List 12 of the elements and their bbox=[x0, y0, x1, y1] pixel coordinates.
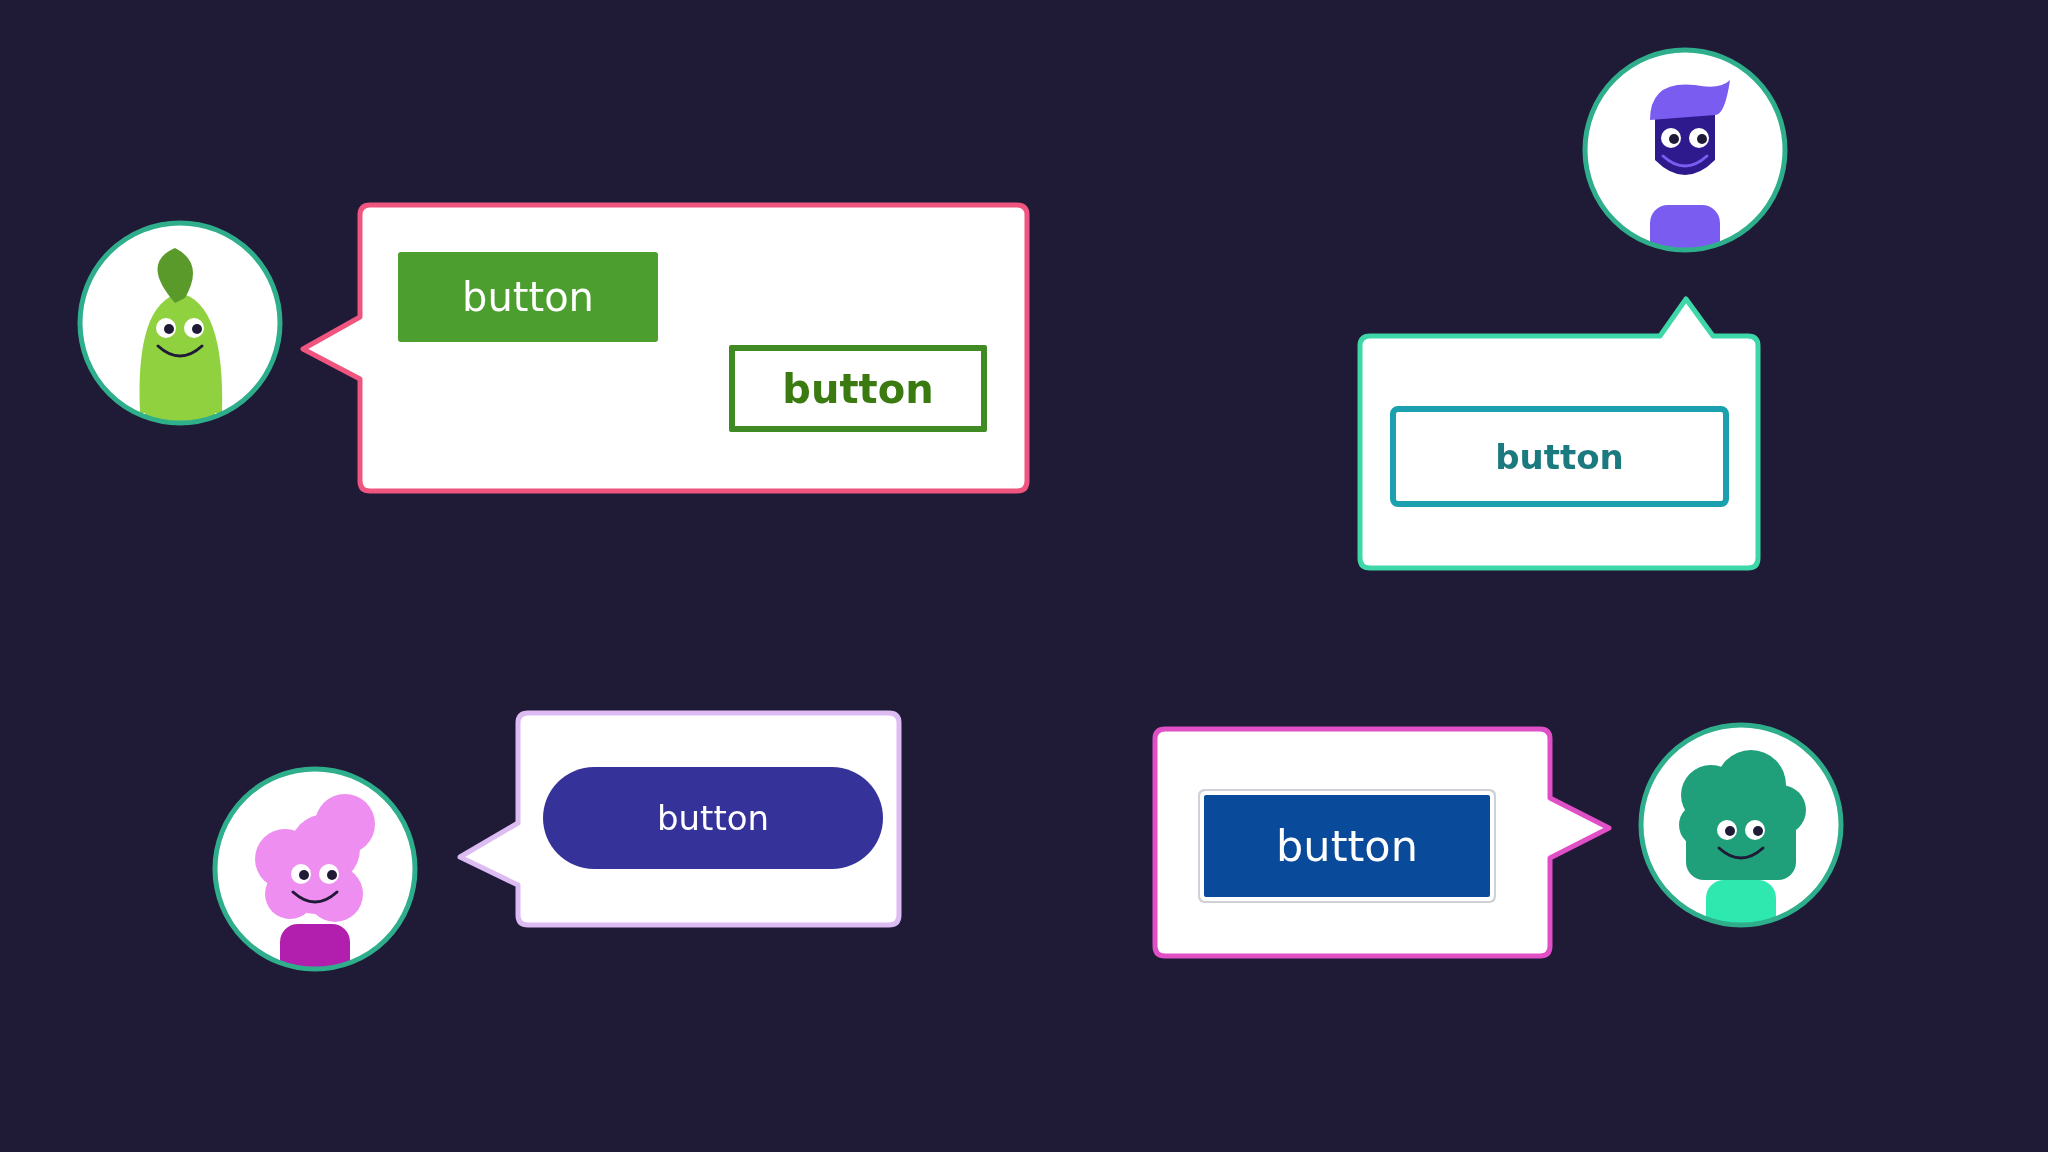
button: button bbox=[543, 767, 883, 869]
speech-bubble bbox=[299, 201, 1031, 495]
button: button bbox=[1390, 406, 1729, 507]
character-avatar bbox=[1582, 47, 1788, 253]
character-avatar bbox=[212, 766, 418, 972]
speech-bubble bbox=[456, 709, 903, 929]
button: button bbox=[729, 345, 987, 432]
speech-bubble bbox=[1151, 725, 1613, 960]
speech-bubble bbox=[1356, 295, 1762, 572]
button: button bbox=[398, 252, 658, 342]
character-avatar bbox=[77, 220, 283, 426]
character-avatar bbox=[1638, 722, 1844, 928]
